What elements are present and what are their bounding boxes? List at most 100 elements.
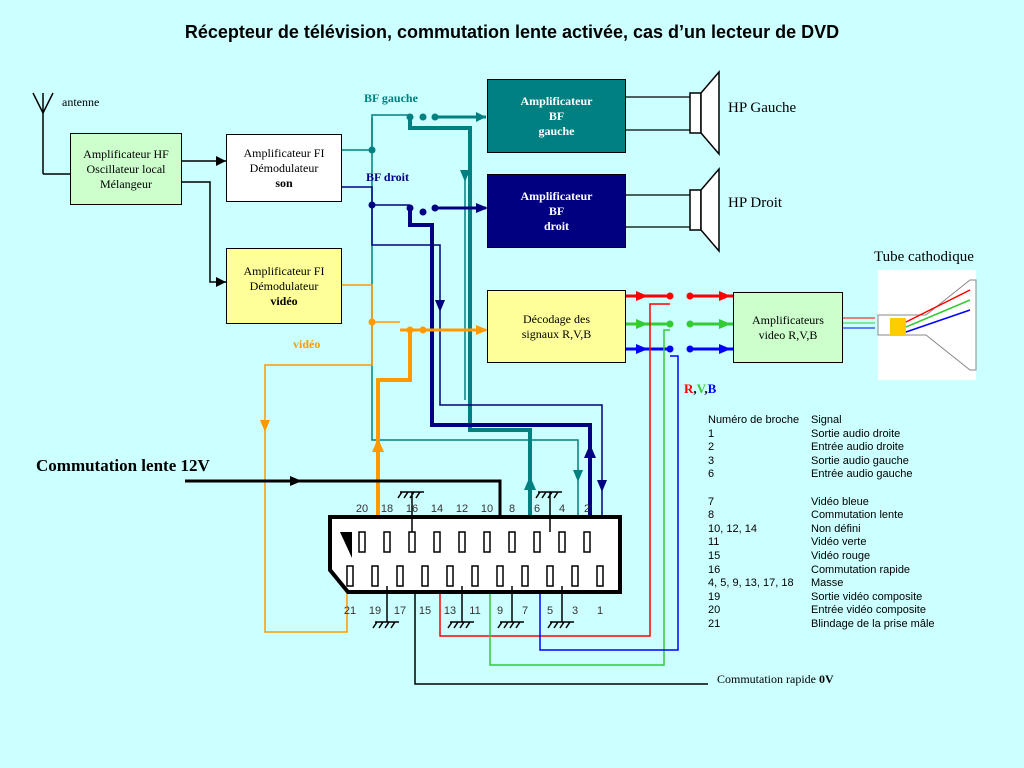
table-cell: Entrée audio gauche	[811, 468, 913, 481]
table-row: 4, 5, 9, 13, 17, 18 Masse	[708, 577, 939, 591]
box-decodage-rvb: Décodage des signaux R,V,B	[487, 290, 626, 363]
table-cell: 21	[708, 617, 721, 630]
pin-number: 11	[469, 605, 480, 617]
table-cell: Vidéo rouge	[811, 549, 871, 562]
wire-pin7	[539, 355, 679, 651]
table-cell	[811, 482, 939, 496]
wire-video	[342, 284, 400, 323]
pin-number: 14	[431, 503, 443, 515]
table-row	[708, 482, 939, 496]
box-ampli-video-rvb: Amplificateurs video R,V,B	[733, 292, 843, 363]
label-r: R	[684, 381, 694, 396]
speaker-left-icon	[689, 69, 720, 157]
wire-bf-droit	[342, 186, 410, 206]
box-line: son	[275, 175, 293, 190]
table-cell: Sortie audio droite	[811, 427, 901, 440]
wire-pin20	[376, 330, 412, 540]
table-cell: 6	[708, 468, 715, 481]
ground-icon	[372, 491, 574, 629]
table-header-row: Numéro de broche Signal	[708, 414, 939, 428]
label-bf-droit: BF droit	[366, 170, 410, 184]
table-cell: 11	[708, 536, 720, 549]
box-line: Mélangeur	[100, 176, 152, 191]
pin-number: 12	[456, 503, 468, 515]
box-line: Amplificateurs	[752, 312, 824, 327]
pin-number: 20	[356, 503, 368, 515]
table-row: 6 Entrée audio gauche	[708, 468, 939, 482]
pin-number: 18	[381, 503, 393, 515]
table-cell: Non défini	[811, 522, 861, 535]
diagram-title: Récepteur de télévision, commutation len…	[184, 22, 840, 42]
pin-number: 17	[394, 605, 406, 617]
table-cell: 20	[708, 604, 721, 617]
pin-number: 15	[419, 605, 431, 617]
pin-number: 13	[444, 605, 456, 617]
pin-numbers: 20 18 16 14 12 10 8 6 4 2 21 19 17 15 13…	[344, 503, 603, 617]
table-row: 19 Sortie vidéo composite	[708, 591, 939, 605]
speaker-right-icon	[689, 166, 720, 254]
wire-pin11	[489, 329, 670, 666]
pin-number: 21	[344, 605, 356, 617]
table-row: 21 Blindage de la prise mâle	[708, 618, 939, 632]
box-ampli-hf: Amplificateur HF Oscillateur local Mélan…	[70, 133, 182, 205]
table-cell: Vidéo bleue	[811, 495, 869, 508]
box-line: vidéo	[270, 293, 298, 308]
label-commutation-lente: Commutation lente 12V	[36, 456, 210, 475]
table-cell: Masse	[811, 577, 844, 590]
table-cell: 15	[708, 549, 721, 562]
antenna-icon	[32, 92, 70, 175]
scart-connector	[328, 491, 622, 629]
table-cell	[708, 482, 811, 496]
table-header: Signal	[811, 414, 842, 426]
pin-number: 10	[481, 503, 493, 515]
table-cell: 1	[708, 427, 715, 440]
table-cell: 7	[708, 495, 715, 508]
box-line: signaux R,V,B	[521, 326, 592, 341]
table-cell: Sortie vidéo composite	[811, 590, 923, 603]
table-header: Numéro de broche	[708, 414, 800, 426]
box-fi-son: Amplificateur FI Démodulateur son	[226, 134, 342, 202]
table-cell: Blindage de la prise mâle	[811, 617, 935, 630]
table-cell: 8	[708, 509, 715, 522]
label-hp-gauche: HP Gauche	[728, 100, 797, 116]
table-cell: 2	[708, 441, 715, 454]
pin-number: 16	[406, 503, 418, 515]
label-rvb: R,V,B	[684, 381, 716, 397]
wire-pin16	[414, 570, 708, 685]
label-tube-cathodique: Tube cathodique	[874, 249, 974, 265]
pin-number: 3	[572, 605, 578, 617]
box-line: BF	[548, 203, 565, 218]
table-cell: Entrée vidéo composite	[811, 604, 926, 617]
wire-pin19	[264, 322, 373, 633]
box-line: Démodulateur	[249, 278, 319, 293]
label-sep: ,	[704, 381, 708, 396]
pin-number: 5	[547, 605, 553, 617]
wire-pin1	[371, 205, 603, 545]
wire-pin6	[408, 117, 532, 545]
box-line: BF	[548, 108, 565, 123]
table-cell: Sortie audio gauche	[811, 454, 909, 467]
pin-number: 6	[534, 503, 540, 515]
table-row: 7 Vidéo bleue	[708, 496, 939, 510]
commutation-rapide-text: Commutation rapide	[717, 672, 819, 686]
wire-hf-to-video	[182, 181, 226, 283]
pin-number: 9	[497, 605, 503, 617]
label-bf-gauche: BF gauche	[364, 91, 418, 105]
label-sep: ,	[693, 381, 697, 396]
pin-number: 2	[584, 503, 590, 515]
label-commutation-rapide: Commutation rapide 0V	[717, 672, 834, 687]
table-cell: 4, 5, 9, 13, 17, 18	[708, 577, 794, 590]
pin-number: 8	[509, 503, 515, 515]
box-line: Amplificateur FI	[243, 263, 325, 278]
crt-tube-icon	[877, 270, 977, 380]
label-v: V	[696, 381, 705, 396]
label-b: B	[707, 381, 717, 396]
label-hp-droit: HP Droit	[728, 195, 783, 211]
table-cell: 19	[708, 590, 721, 603]
pin-number: 4	[559, 503, 565, 515]
table-cell: 16	[708, 563, 721, 576]
box-line: Amplificateur HF	[83, 146, 169, 161]
